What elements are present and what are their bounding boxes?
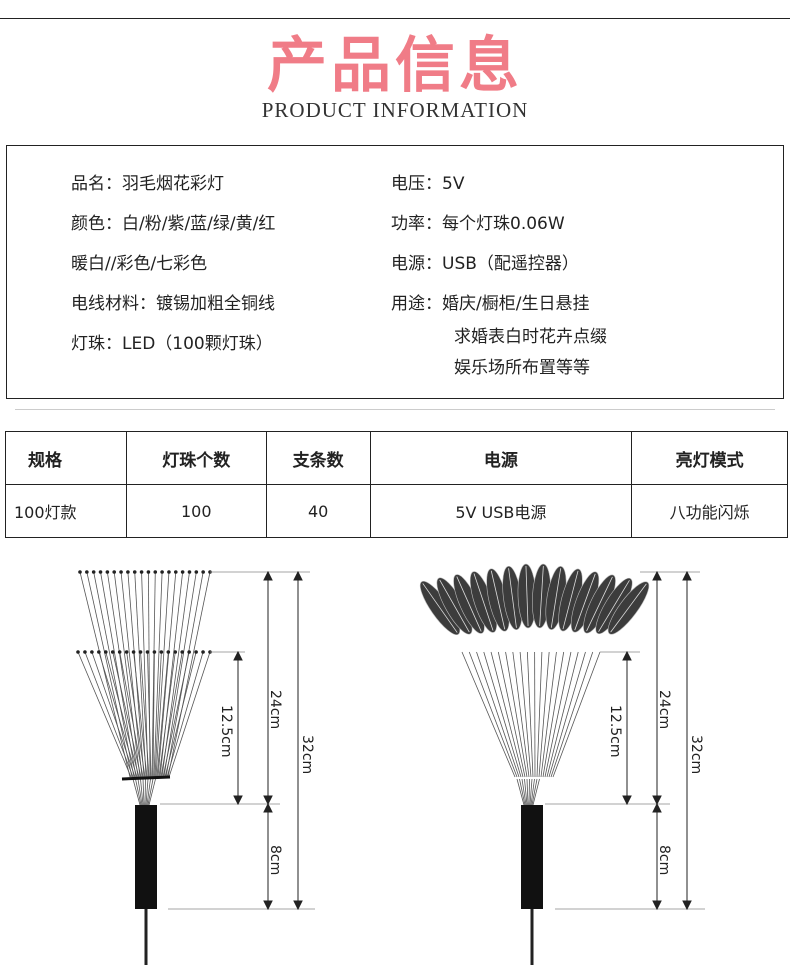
info-item-voltage: 电压：5V — [391, 174, 465, 194]
dim-label-32cm: 32cm — [299, 735, 315, 774]
dim-label-8cm: 8cm — [656, 845, 672, 875]
lamp-tube — [521, 805, 543, 909]
dim-label-8cm: 8cm — [267, 845, 283, 875]
spec-table: 规格 灯珠个数 支条数 电源 亮灯模式 100灯款 100 40 5V USB电… — [5, 431, 788, 538]
page-title: 产品信息 — [267, 31, 523, 101]
dim-label-24cm: 24cm — [656, 690, 672, 729]
info-item-name: 品名：羽毛烟花彩灯 — [71, 174, 224, 194]
info-item-usage: 用途：婚庆/橱柜/生日悬挂 — [391, 294, 590, 314]
cell-light-mode: 八功能闪烁 — [631, 484, 788, 538]
dim-label-24cm: 24cm — [267, 690, 283, 729]
left-dimension-guides — [160, 571, 315, 910]
info-item-usage-cont-2: 娱乐场所布置等等 — [454, 358, 590, 378]
info-left-column: 品名：羽毛烟花彩灯 颜色：白/粉/紫/蓝/绿/黄/红 暖白//彩色/七彩色 电线… — [71, 174, 275, 374]
right-dimension-arrows — [622, 570, 692, 911]
dimension-diagram: 24cm 12.5cm 32cm 8cm 24cm 12.5cm 32cm 8c… — [76, 563, 705, 965]
header-branch-count: 支条数 — [265, 431, 371, 485]
lamp-feather-illustration — [419, 563, 650, 965]
header-power: 电源 — [369, 431, 633, 485]
info-item-color: 颜色：白/粉/紫/蓝/绿/黄/红 — [71, 214, 276, 234]
table-row: 100灯款 100 40 5V USB电源 八功能闪烁 — [5, 484, 788, 538]
cell-branch-count: 40 — [265, 484, 371, 538]
product-info-box: 品名：羽毛烟花彩灯 颜色：白/粉/紫/蓝/绿/黄/红 暖白//彩色/七彩色 电线… — [6, 145, 784, 399]
left-dimension-arrows — [233, 570, 303, 911]
header-led-count: 灯珠个数 — [125, 431, 267, 485]
info-item-source: 电源：USB（配遥控器） — [391, 254, 579, 274]
header-spec: 规格 — [5, 431, 127, 485]
cell-power: 5V USB电源 — [369, 484, 633, 538]
info-item-led: 灯珠：LED（100颗灯珠） — [71, 334, 273, 354]
info-item-color-extra: 暖白//彩色/七彩色 — [71, 254, 208, 274]
top-divider — [0, 18, 790, 19]
info-item-power: 功率：每个灯珠0.06W — [391, 214, 565, 234]
lamp-tube — [135, 805, 157, 909]
info-item-usage-cont-1: 求婚表白时花卉点缀 — [454, 327, 607, 347]
info-right-column: 电压：5V 功率：每个灯珠0.06W 电源：USB（配遥控器） 用途：婚庆/橱柜… — [391, 174, 607, 389]
dim-label-12-5cm: 12.5cm — [607, 705, 623, 758]
page-subtitle: PRODUCT INFORMATION — [261, 98, 529, 122]
cell-led-count: 100 — [125, 484, 267, 538]
lamp-wire-illustration — [76, 570, 212, 965]
header-light-mode: 亮灯模式 — [631, 431, 788, 485]
spec-table-header: 规格 灯珠个数 支条数 电源 亮灯模式 — [5, 431, 788, 485]
section-divider — [15, 409, 775, 410]
dim-label-12-5cm: 12.5cm — [218, 705, 234, 758]
right-dimension-guides — [545, 571, 705, 910]
cell-spec: 100灯款 — [5, 484, 127, 538]
dim-label-32cm: 32cm — [688, 735, 704, 774]
info-item-wire: 电线材料：镀锡加粗全铜线 — [71, 294, 275, 314]
